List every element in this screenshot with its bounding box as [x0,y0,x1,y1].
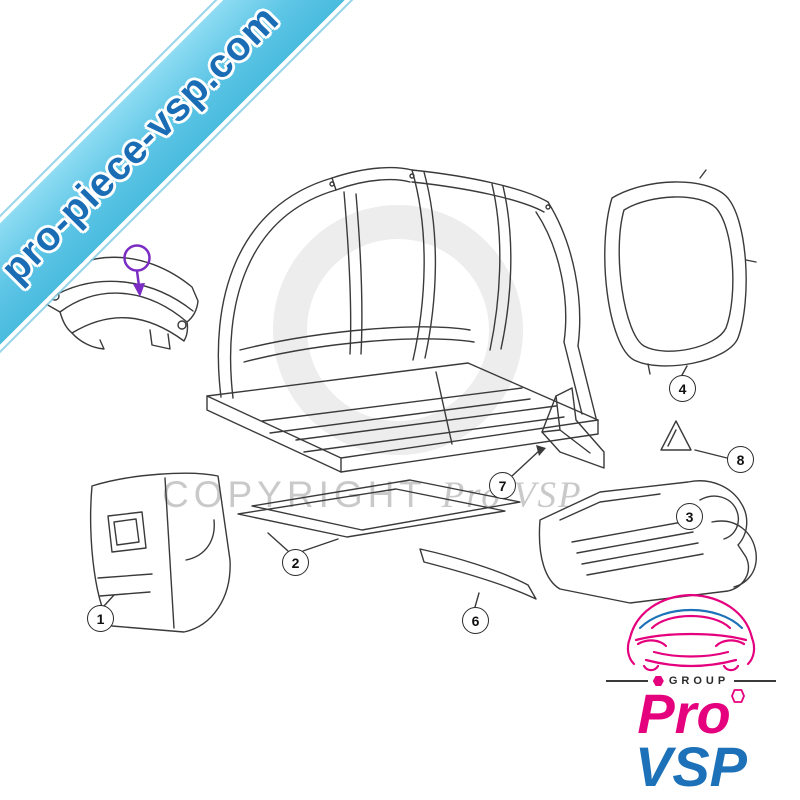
chassis-frame-drawing [206,166,599,473]
part-callout-8: 8 [727,446,754,473]
part-number: 3 [685,508,694,525]
watermark-ring [273,205,523,455]
sill-strip-drawing [419,548,537,608]
cone-drawing [660,420,728,459]
logo-pro-text: Pro [637,682,731,745]
part-callout-6: 6 [462,607,489,634]
copyright-word: COPYRIGHT [162,474,427,515]
logo-brand-pro: Pro [637,682,745,745]
part-number: 7 [498,477,507,494]
part-callout-3: 3 [676,503,703,530]
floor-pan-drawing [538,480,757,604]
hexagon-outline-icon [730,689,745,703]
part-number: 6 [471,612,480,629]
logo-brand-vsp: VSP [634,735,748,799]
front-panel-drawing [89,472,231,633]
provsp-logo: GROUP Pro VSP [606,578,776,799]
part-number: 8 [736,451,745,468]
part-number: 4 [678,380,687,397]
floor-mats-drawing [237,479,521,552]
logo-group-row: GROUP [606,675,776,687]
part-callout-1: 1 [87,605,114,632]
bracket-drawing [511,387,605,477]
part-callout-7: 7 [489,472,516,499]
car-sketch-icon [626,593,756,672]
rule-line [606,680,648,682]
part-callout-4: 4 [669,375,696,402]
part-callout-2: 2 [282,549,309,576]
part-number: 1 [96,610,105,627]
door-seal-drawing [604,169,757,376]
logo-group-label: GROUP [668,675,730,687]
rule-line [734,680,776,682]
hexagon-icon [652,676,664,686]
part-number: 2 [291,554,300,571]
